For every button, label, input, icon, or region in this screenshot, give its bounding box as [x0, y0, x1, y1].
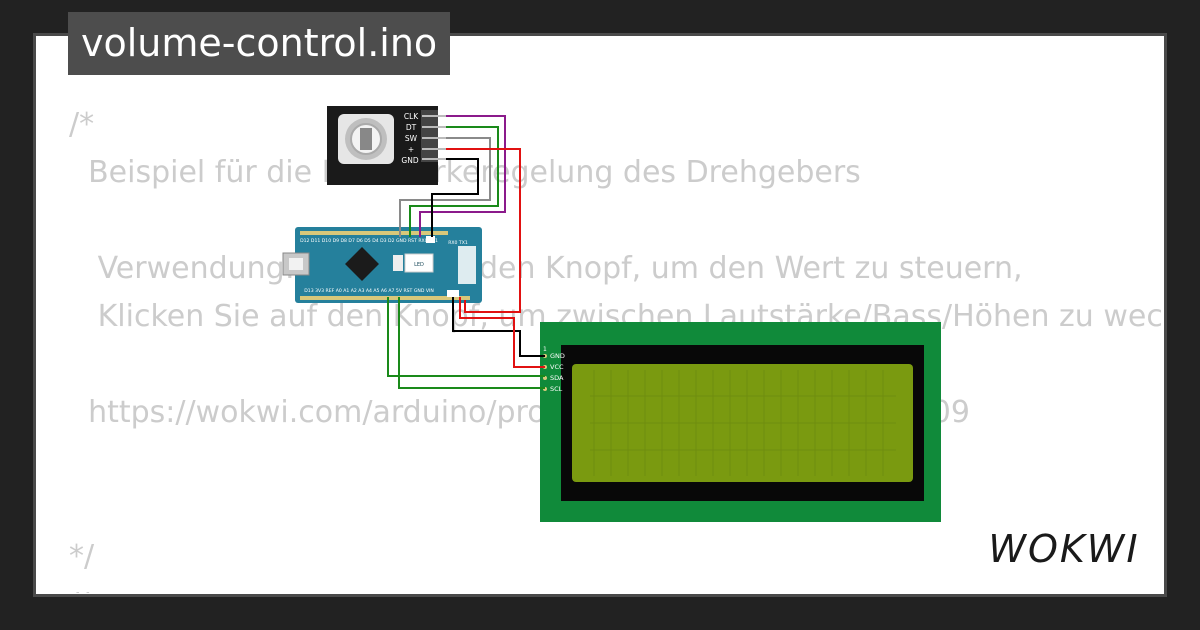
wokwi-logo: WOKWI: [988, 527, 1139, 571]
code-line-11: //: [69, 590, 89, 594]
code-card: /* Beispiel für die Lautstärkeregelung d…: [37, 37, 1163, 593]
code-line-4: Verwendung: Drehen Sie den Knopf, um den…: [69, 251, 1023, 286]
code-line-1: /*: [69, 107, 95, 142]
code-line-2: Beispiel für die Lautstärkeregelung des …: [69, 155, 861, 190]
wokwi-logo-text: WOKWI: [988, 527, 1139, 571]
code-line-10: */: [69, 539, 95, 574]
code-line-5: Klicken Sie auf den Knopf, um zwischen L…: [69, 299, 1163, 334]
code-line-7: https://wokwi.com/arduino/projects/30491…: [69, 395, 970, 430]
filename-tag: volume-control.ino: [68, 12, 451, 75]
